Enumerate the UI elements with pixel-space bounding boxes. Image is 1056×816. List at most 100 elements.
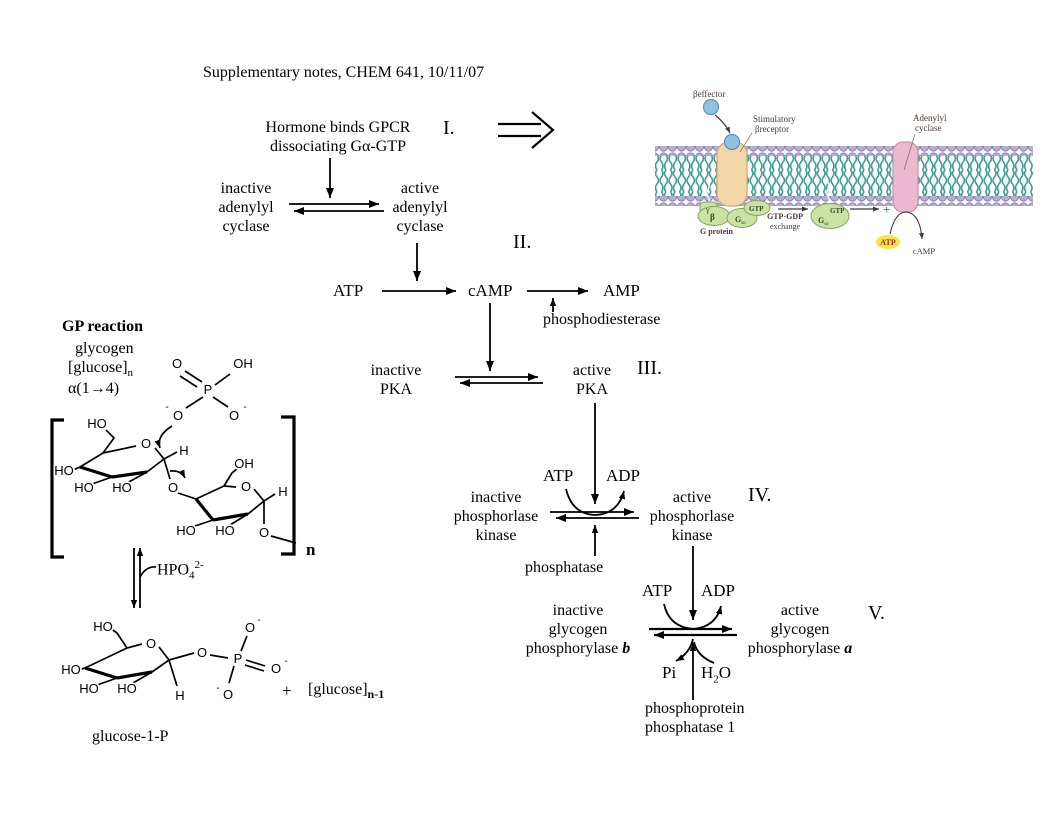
adenylyl-cyclase-label-2: cyclase (915, 123, 941, 133)
gs-alpha-gtp-complex: G sα GTP (810, 203, 850, 229)
label-bracket-n: n (306, 540, 316, 559)
cyclase-pointer-line (903, 133, 916, 171)
label-inactive-adenylyl-cyclase: inactive adenylyl cyclase (218, 180, 274, 235)
atom-minus: - (284, 656, 287, 667)
atom-o: O (245, 620, 255, 635)
label-active-phosphorlase-kinase: active phosphorlase kinase (649, 489, 735, 544)
gs-alpha-2-subscript: sα (824, 222, 829, 227)
atom-o: O (172, 356, 182, 371)
label-pi: Pi (662, 663, 677, 682)
g-protein-label: G protein (700, 227, 734, 236)
adenylyl-cyclase-protein (892, 141, 919, 213)
atp-to-camp-arrow (889, 211, 925, 240)
label-camp: cAMP (468, 281, 513, 300)
label-atp-iv: ATP (543, 466, 574, 485)
atom-ho: HO (93, 619, 113, 634)
glucose-1-p-structure: HO O HO HO HO H O P O - O - O - (60, 614, 290, 705)
label-active-pka: active PKA (572, 362, 612, 398)
label-gp-reaction: GP reaction (62, 318, 144, 335)
atom-h: H (278, 484, 287, 499)
label-active-adenylyl-cyclase: active adenylyl cyclase (392, 180, 448, 235)
atom-o: O (259, 525, 269, 540)
stimulatory-receptor-label-1: Stimulatory (753, 114, 796, 124)
label-h2o: H2O (701, 663, 732, 686)
atom-o: O (223, 687, 233, 702)
label-amp: AMP (603, 281, 640, 300)
atom-oh: OH (233, 356, 253, 371)
membrane-inset: βeffector Stimulatory βreceptor Adenylyl… (655, 89, 1033, 256)
step-label-i: I. (443, 117, 455, 139)
label-phosphoprotein-phosphatase-1: phosphoprotein phosphatase 1 (645, 700, 745, 736)
inset-camp-label: cAMP (913, 246, 935, 256)
big-right-arrow (498, 111, 555, 149)
label-hormone: Hormone binds GPCR dissociating Gα-GTP (265, 119, 411, 155)
atom-ring-o: O (241, 479, 251, 494)
step-label-iv: IV. (748, 484, 772, 506)
gtp-2-label: GTP (830, 207, 845, 215)
atom-o: O (271, 661, 281, 676)
atom-glycosidic-o: O (168, 480, 178, 495)
atom-o: O (229, 408, 239, 423)
atom-h: H (175, 688, 184, 703)
atom-p: P (234, 651, 243, 666)
effector-binding-arrow (714, 114, 731, 134)
label-glucose-n-1: [glucose]n-1 (308, 681, 385, 702)
atom-ho: HO (74, 480, 94, 495)
atom-o: O (197, 645, 207, 660)
gtp-gdp-label-1: GTP-GDP (767, 212, 803, 221)
label-phosphodiesterase: phosphodiesterase (543, 311, 661, 328)
label-glucose-1-p: glucose-1-P (92, 728, 169, 745)
label-active-glycogen-phosphorylase-a: active glycogen phosphorylase a (747, 602, 853, 657)
atom-minus: - (257, 615, 260, 626)
label-adp-v: ADP (701, 581, 736, 600)
adenylyl-cyclase-label-1: Adenylyl (913, 113, 947, 123)
label-glycogen: glycogen (75, 340, 134, 357)
beta-receptor-protein (716, 141, 748, 207)
g-protein-complex: γ β G sα GTP (697, 200, 771, 228)
lipid-anchors (706, 181, 830, 205)
atom-ho: HO (176, 523, 196, 538)
label-inactive-glycogen-phosphorylase-b: inactive glycogen phosphorylase b (525, 602, 631, 657)
step-label-v: V. (868, 602, 885, 624)
atom-minus: - (165, 402, 168, 413)
label-inactive-pka: inactive PKA (370, 362, 422, 398)
page-title: Supplementary notes, CHEM 641, 10/11/07 (203, 64, 485, 81)
phosphorylase-a-suffix: a (844, 640, 853, 657)
atom-ring-o: O (141, 436, 151, 451)
label-adp-iv: ADP (606, 466, 641, 485)
label-hpo4: HPO42- (157, 559, 204, 582)
atom-o: O (173, 408, 183, 423)
label-alpha-1-4: α(1→4) (68, 380, 120, 397)
gs-alpha-2-label: G (818, 216, 824, 225)
step-label-iii: III. (637, 357, 662, 379)
label-plus: + (282, 681, 292, 700)
label-phosphatase: phosphatase (525, 559, 604, 576)
lipid-bilayer (655, 146, 1033, 206)
beta-effector-circle (702, 98, 720, 116)
stimulatory-receptor-label-2: βreceptor (755, 124, 789, 134)
inset-atp-label: ATP (880, 238, 896, 247)
label-atp-v: ATP (642, 581, 673, 600)
gs-alpha-subscript: sα (741, 221, 746, 226)
beta-effector-label: βeffector (693, 89, 725, 99)
atom-oh: OH (234, 456, 254, 471)
atom-minus: - (216, 683, 219, 694)
atom-ring-o: O (146, 636, 156, 651)
atom-ho: HO (61, 662, 81, 677)
gtp-label: GTP (749, 205, 764, 213)
receptor-pointer-line (739, 132, 753, 153)
gs-alpha-label: G (735, 215, 741, 224)
atom-ho: HO (54, 463, 74, 478)
plus-sign: + (883, 202, 890, 217)
atom-p: P (204, 382, 213, 397)
atom-ho: HO (215, 523, 235, 538)
atom-ho: HO (87, 416, 107, 431)
label-glucose-n: [glucose]n (68, 359, 134, 380)
beta-subunit-label: β (710, 212, 715, 222)
atom-ho: HO (112, 480, 132, 495)
gamma-subunit-label: γ (705, 205, 710, 214)
phosphorylase-b-suffix: b (622, 640, 631, 657)
gtp-gdp-label-2: exchange (770, 222, 801, 231)
